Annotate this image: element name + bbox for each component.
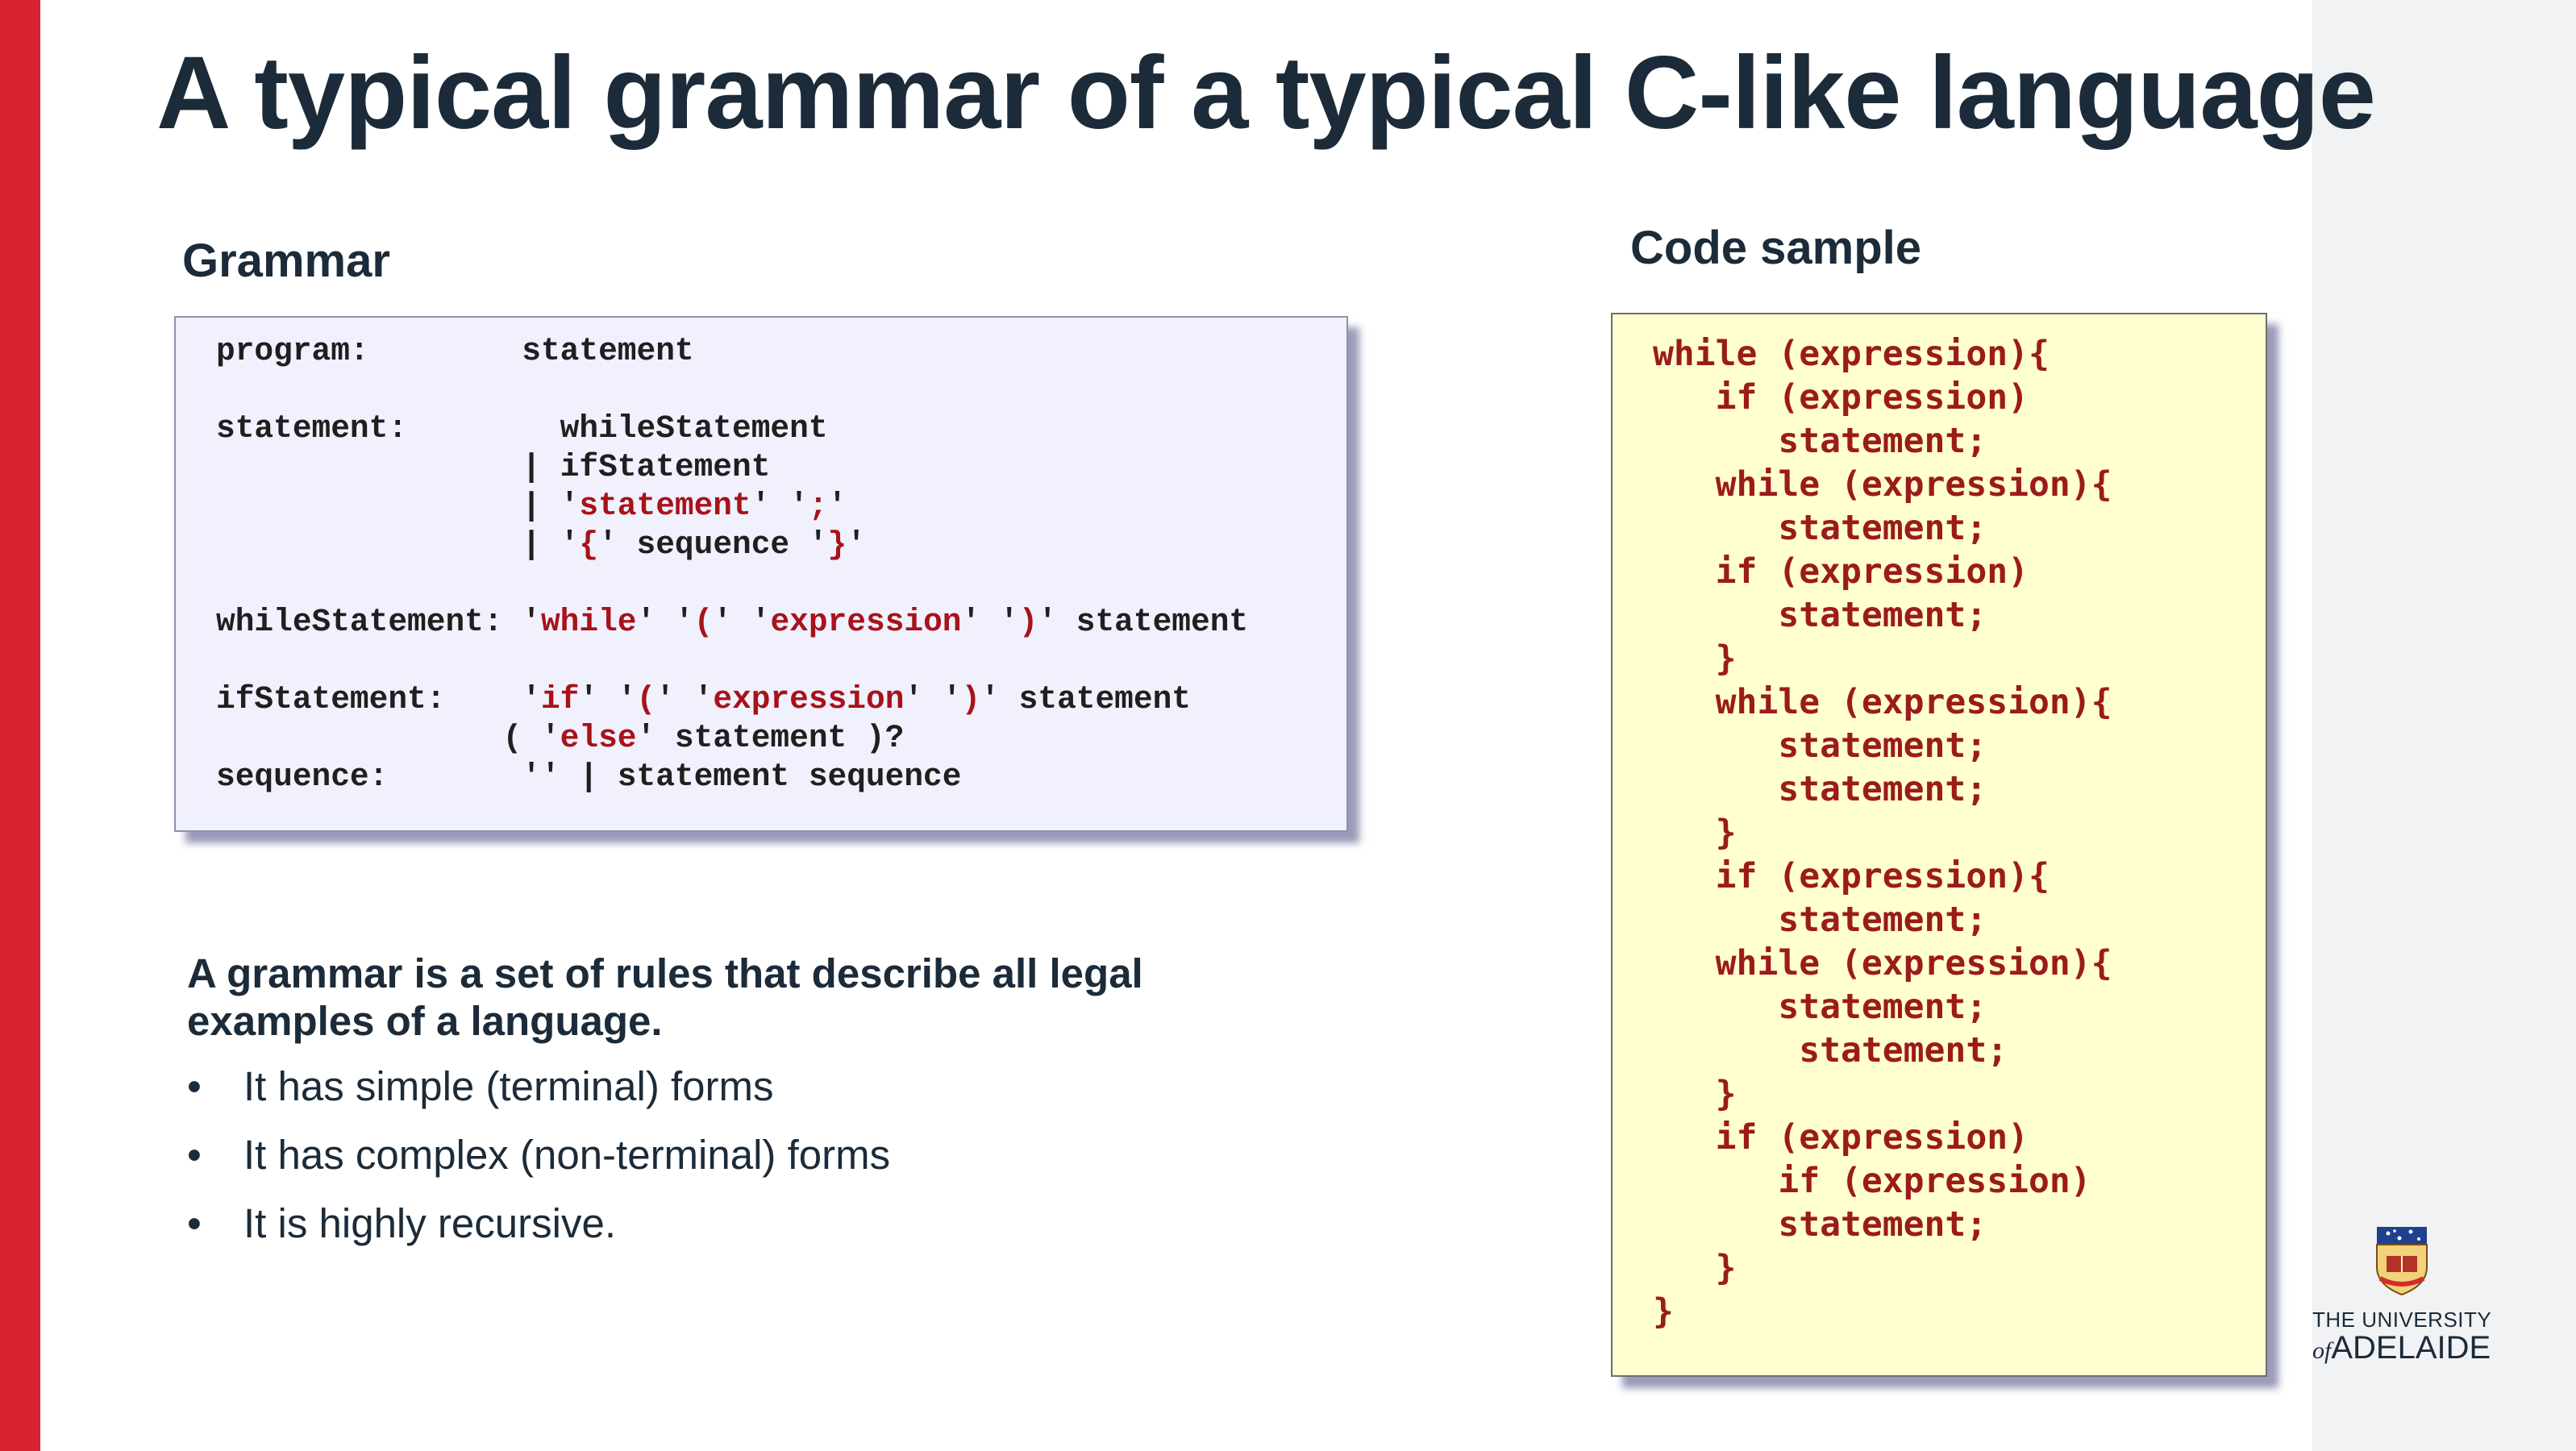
slide-title: A typical grammar of a typical C-like la… (156, 35, 2376, 151)
bullet-list: •It has simple (terminal) forms •It has … (187, 1062, 890, 1268)
grammar-rules: program: statement statement: whileState… (216, 333, 1249, 795)
logo-line-university: THE UNIVERSITY (2312, 1308, 2492, 1332)
crest-icon (2376, 1227, 2428, 1296)
logo-line-adelaide: ofADELAIDE (2312, 1330, 2491, 1366)
grammar-definition: A grammar is a set of rules that describ… (187, 950, 1143, 1044)
bullet-item: •It is highly recursive. (187, 1200, 616, 1246)
code-sample: while (expression){ if (expression) stat… (1653, 334, 2112, 1332)
code-sample-box: while (expression){ if (expression) stat… (1611, 313, 2267, 1377)
code-sample-heading: Code sample (1630, 222, 1921, 274)
bullet-item: •It has complex (non-terminal) forms (187, 1132, 891, 1178)
bullet-item: •It has simple (terminal) forms (187, 1063, 774, 1109)
grammar-box: program: statement statement: whileState… (174, 316, 1348, 832)
side-panel (2312, 0, 2576, 1451)
accent-bar (0, 0, 40, 1451)
university-logo: THE UNIVERSITY ofADELAIDE (2312, 1225, 2492, 1370)
grammar-heading: Grammar (182, 235, 390, 287)
